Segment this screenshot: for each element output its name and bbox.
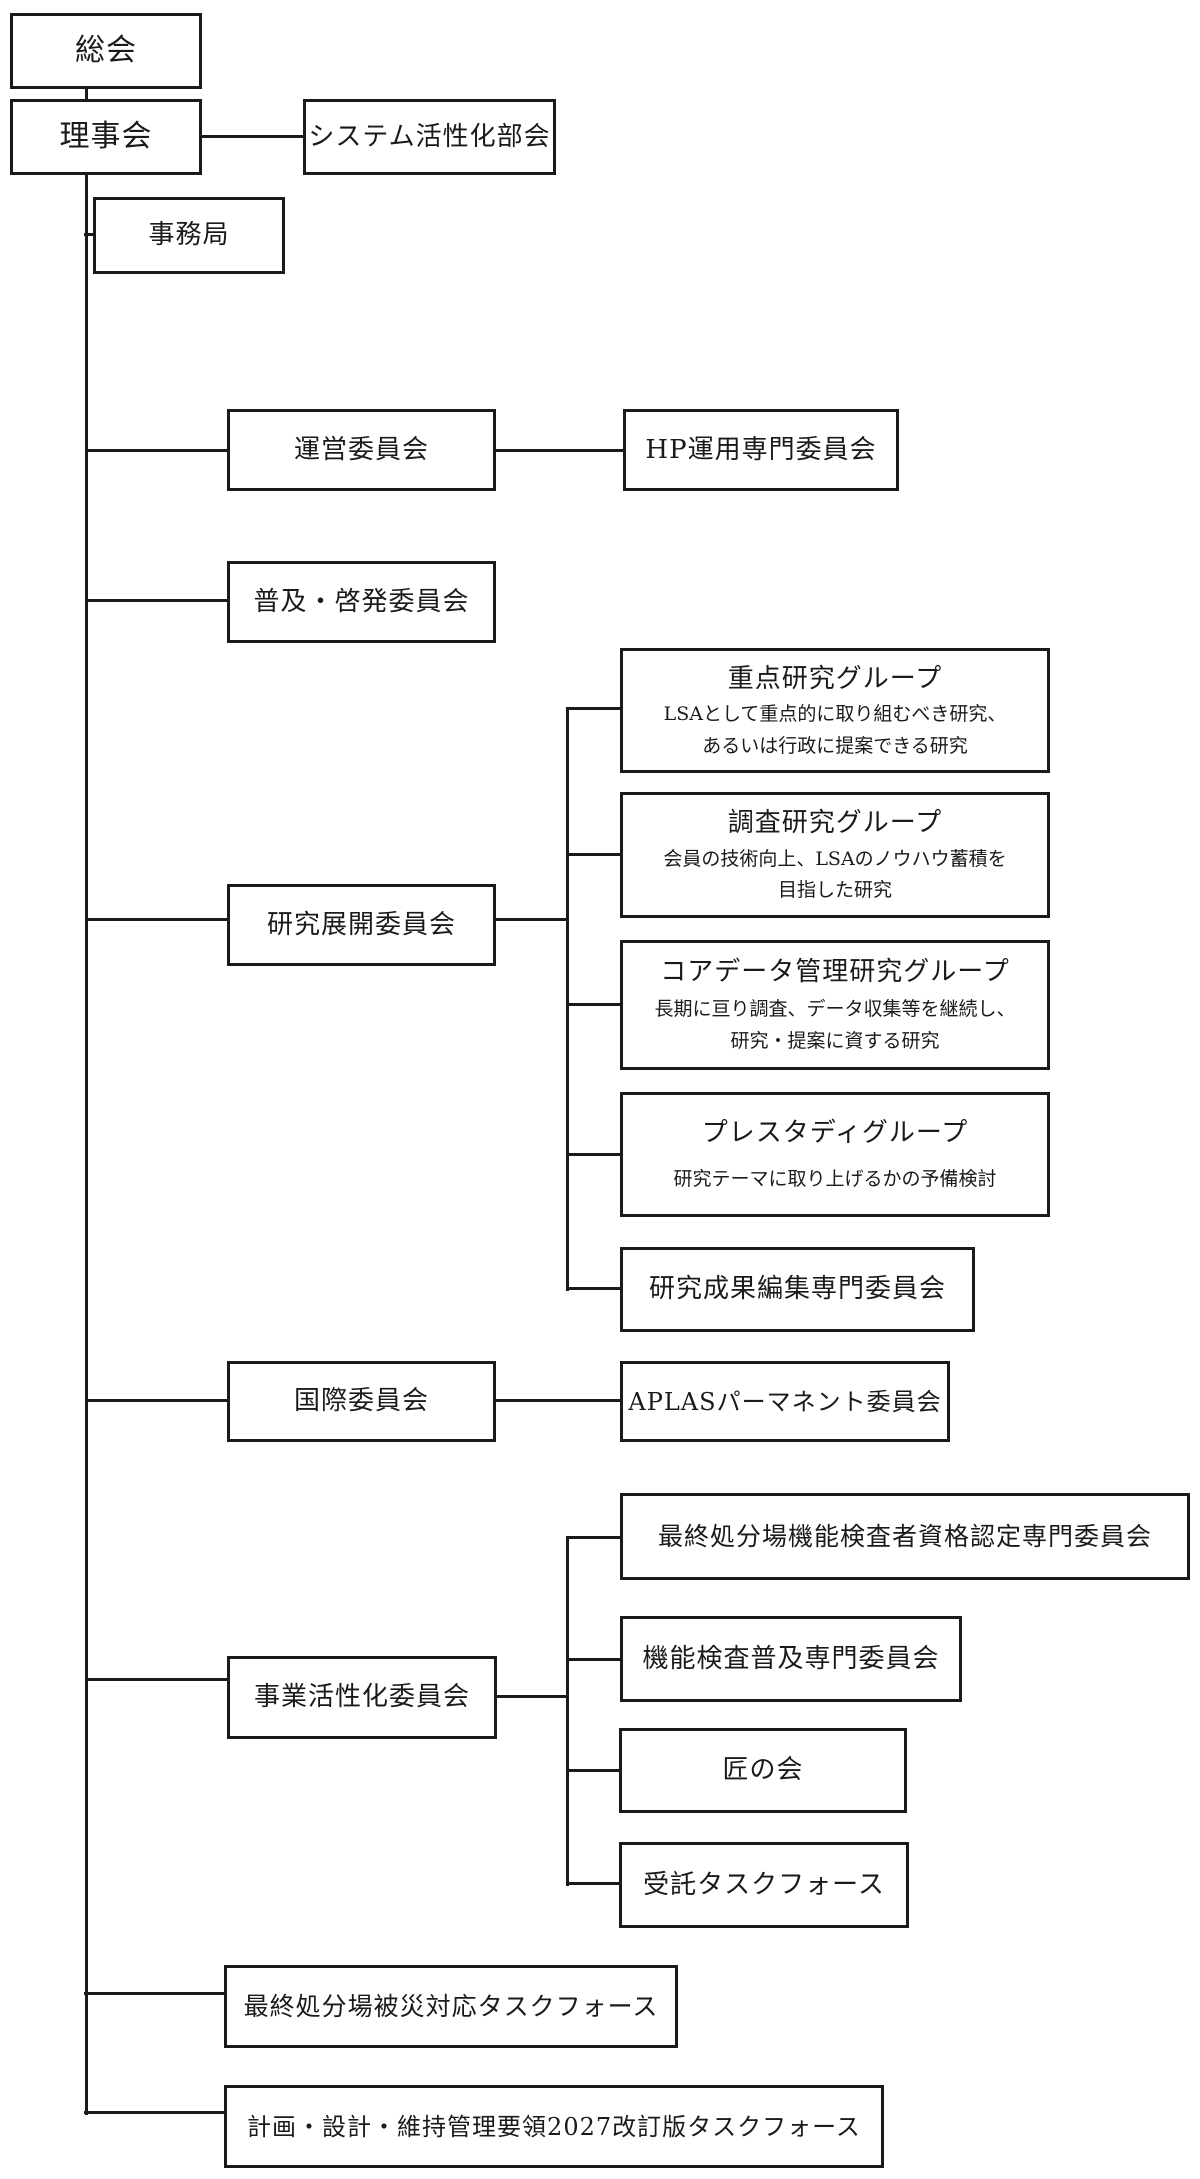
- node-core-data-management-group: コアデータ管理研究グループ 長期に亘り調査、データ収集等を継続し、 研究・提案に…: [620, 940, 1050, 1070]
- connector-kokusai-aplas: [494, 1399, 620, 1402]
- node-aplas-permanent-committee: APLASパーマネント委員会: [620, 1361, 950, 1442]
- connector-takumi: [566, 1769, 620, 1772]
- node-label: 匠の会: [722, 1755, 804, 1786]
- connector-hisai: [84, 1992, 224, 1995]
- business-branch-line: [566, 1537, 569, 1886]
- connector-seika: [566, 1287, 620, 1290]
- node-label: 普及・啓発委員会: [253, 586, 470, 617]
- node-inspector-certification-committee: 最終処分場機能検査者資格認定専門委員会: [620, 1493, 1190, 1580]
- node-secretariat: 事務局: [93, 197, 285, 274]
- node-label: APLASパーマネント委員会: [628, 1387, 942, 1416]
- connector-kokusai: [86, 1399, 227, 1402]
- main-trunk-line: [85, 174, 88, 2115]
- node-steering-committee: 運営委員会: [227, 409, 496, 491]
- node-business-activation-committee: 事業活性化委員会: [227, 1656, 497, 1739]
- connector-chousa: [566, 853, 620, 856]
- node-description: 長期に亘り調査、データ収集等を継続し、: [654, 997, 1016, 1020]
- connector-core: [566, 1003, 620, 1006]
- node-label: HP運用専門委員会: [645, 434, 877, 465]
- node-takumi-group: 匠の会: [619, 1728, 907, 1813]
- node-label: 受託タスクフォース: [643, 1869, 885, 1900]
- connector-juten: [566, 707, 620, 710]
- node-board-of-directors: 理事会: [10, 99, 202, 175]
- node-label: 研究成果編集専門委員会: [648, 1274, 946, 1305]
- node-inspection-dissemination-committee: 機能検査普及専門委員会: [620, 1616, 962, 1702]
- node-priority-research-group: 重点研究グループ LSAとして重点的に取り組むべき研究、 あるいは行政に提案でき…: [620, 648, 1050, 773]
- connector-jutaku: [566, 1882, 620, 1885]
- node-label: 計画・設計・維持管理要領2027改訂版タスクフォース: [247, 2112, 861, 2141]
- node-label: 研究展開委員会: [266, 909, 456, 940]
- research-branch-line: [566, 708, 569, 1291]
- connector-unei: [86, 449, 227, 452]
- node-dissemination-committee: 普及・啓発委員会: [227, 561, 496, 643]
- connector-pre: [566, 1153, 620, 1156]
- connector-jigyou-branch: [495, 1695, 567, 1698]
- node-international-committee: 国際委員会: [227, 1361, 496, 1442]
- node-hp-operation-committee: HP運用専門委員会: [623, 409, 899, 491]
- node-description: 目指した研究: [777, 879, 892, 902]
- node-label: コアデータ管理研究グループ: [660, 957, 1010, 987]
- node-label: 総会: [75, 33, 137, 69]
- connector-keikaku: [84, 2111, 224, 2114]
- node-description: あるいは行政に提案できる研究: [702, 734, 968, 757]
- node-label: プレスタディグループ: [701, 1118, 969, 1149]
- node-survey-research-group: 調査研究グループ 会員の技術向上、LSAのノウハウ蓄積を 目指した研究: [620, 792, 1050, 918]
- connector-unei-hp: [494, 449, 623, 452]
- connector-jigyou: [86, 1678, 227, 1681]
- connector-system: [200, 135, 303, 138]
- node-label: 調査研究グループ: [727, 808, 943, 838]
- node-research-development-committee: 研究展開委員会: [227, 884, 496, 966]
- node-label: 最終処分場機能検査者資格認定専門委員会: [657, 1521, 1152, 1551]
- node-general-assembly: 総会: [10, 13, 202, 89]
- node-guideline-2027-revision-taskforce: 計画・設計・維持管理要領2027改訂版タスクフォース: [224, 2085, 884, 2168]
- connector-jimukyoku: [84, 233, 95, 236]
- node-contract-taskforce: 受託タスクフォース: [619, 1842, 909, 1928]
- node-description: 研究・提案に資する研究: [730, 1030, 940, 1053]
- node-disaster-response-taskforce: 最終処分場被災対応タスクフォース: [224, 1965, 678, 2048]
- connector-kenkyu-branch: [494, 918, 569, 921]
- node-label: 最終処分場被災対応タスクフォース: [243, 1991, 659, 2021]
- trunk-soukai-rijikai: [85, 88, 88, 100]
- node-label: 理事会: [59, 119, 153, 155]
- node-label: 事業活性化委員会: [253, 1682, 470, 1713]
- node-label: 事務局: [148, 220, 230, 251]
- node-research-results-editing-committee: 研究成果編集専門委員会: [620, 1247, 975, 1332]
- node-description: 研究テーマに取り上げるかの予備検討: [673, 1168, 997, 1190]
- node-pre-study-group: プレスタディグループ 研究テーマに取り上げるかの予備検討: [620, 1092, 1050, 1217]
- connector-shikaku: [566, 1536, 620, 1539]
- node-description: 会員の技術向上、LSAのノウハウ蓄積を: [663, 847, 1007, 870]
- connector-fukyu: [86, 599, 227, 602]
- node-description: LSAとして重点的に取り組むべき研究、: [663, 703, 1007, 725]
- node-system-activation-subcommittee: システム活性化部会: [303, 99, 556, 175]
- node-label: 重点研究グループ: [727, 663, 943, 694]
- node-label: 国際委員会: [293, 1386, 429, 1417]
- connector-kinou: [566, 1658, 620, 1661]
- connector-kenkyu: [86, 918, 227, 921]
- node-label: 運営委員会: [293, 434, 429, 465]
- node-label: 機能検査普及専門委員会: [642, 1643, 940, 1674]
- node-label: システム活性化部会: [308, 121, 551, 152]
